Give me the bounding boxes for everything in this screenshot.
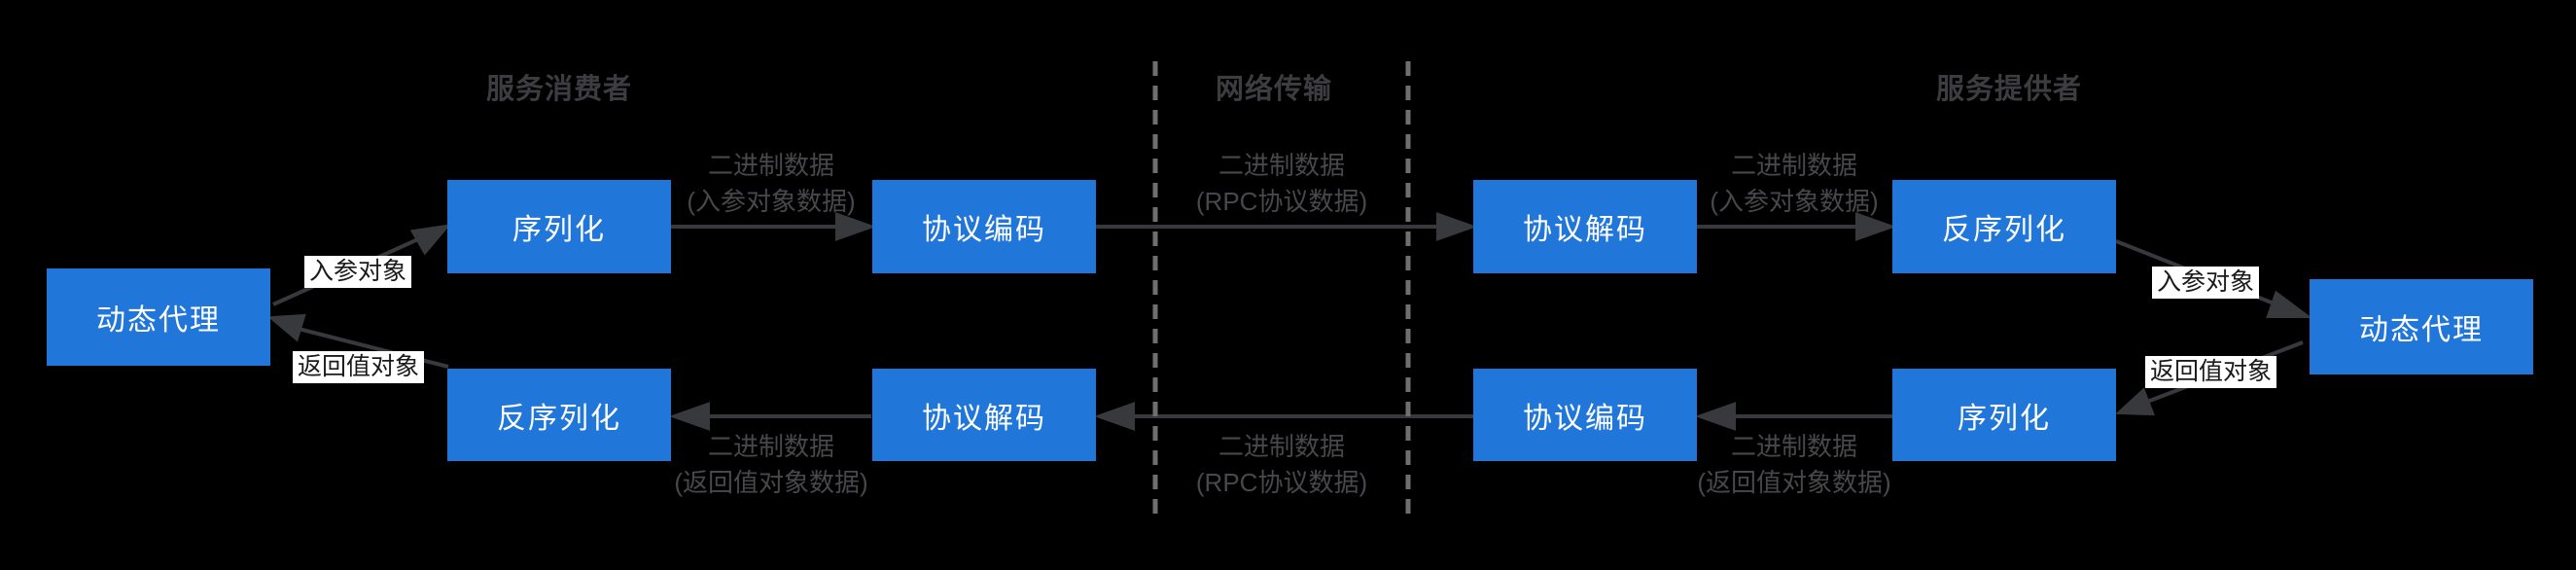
edge-label-line: 二进制数据 <box>1730 432 1857 461</box>
node-provider-serialize: 序列化 <box>1892 369 2116 461</box>
section-header-provider: 服务提供者 <box>1935 74 2082 105</box>
node-provider-deserialize: 反序列化 <box>1892 180 2116 273</box>
edge-label-line: 二进制数据 <box>1217 432 1345 461</box>
chip-consumer-input-object: 入参对象 <box>304 256 412 288</box>
edge-serialize-encode-return-head <box>1694 402 1736 431</box>
edge-decode-deserialize-return-head <box>668 402 710 431</box>
chip-consumer-return-object: 返回值对象 <box>293 351 425 383</box>
chip-provider-return-object: 返回值对象 <box>2145 356 2277 388</box>
edge-consumer-out-arrowhead <box>266 313 306 342</box>
edge-label-line: 二进制数据 <box>707 151 834 180</box>
node-consumer-protocol-encode: 协议编码 <box>872 180 1096 273</box>
edge-label-line: (RPC协议数据) <box>1195 468 1368 497</box>
node-consumer-deserialize: 反序列化 <box>447 369 671 461</box>
node-provider-protocol-decode: 协议解码 <box>1473 180 1697 273</box>
edge-label-line: (入参对象数据) <box>687 187 856 216</box>
edge-label-provider-top: 二进制数据 (入参对象数据) <box>1619 148 1969 220</box>
edge-label-line: 二进制数据 <box>1730 151 1857 180</box>
edge-label-line: (RPC协议数据) <box>1195 187 1368 216</box>
edge-network-request-head <box>1436 212 1478 241</box>
edge-serialize-encode-head <box>835 212 877 241</box>
edge-network-response-head <box>1093 402 1135 431</box>
edge-label-consumer-top: 二进制数据 (入参对象数据) <box>596 148 946 220</box>
edge-provider-in-head <box>2266 290 2313 318</box>
edge-label-line: (入参对象数据) <box>1710 187 1879 216</box>
chip-provider-input-object: 入参对象 <box>2152 267 2260 299</box>
edge-label-consumer-bottom: 二进制数据 (返回值对象数据) <box>596 429 946 501</box>
node-consumer-dynamic-proxy: 动态代理 <box>47 268 270 366</box>
node-consumer-protocol-decode: 协议解码 <box>872 369 1096 461</box>
edge-label-network-top: 二进制数据 (RPC协议数据) <box>1107 148 1457 220</box>
edge-label-line: (返回值对象数据) <box>1697 468 1891 497</box>
node-consumer-serialize: 序列化 <box>447 180 671 273</box>
edge-consumer-in-arrowhead <box>409 224 451 256</box>
edge-decode-deserialize-head <box>1855 212 1897 241</box>
edge-label-provider-bottom: 二进制数据 (返回值对象数据) <box>1619 429 1969 501</box>
edge-provider-out-head <box>2115 387 2155 416</box>
section-header-consumer: 服务消费者 <box>485 74 632 105</box>
section-header-network: 网络传输 <box>1215 74 1332 105</box>
edge-label-line: 二进制数据 <box>707 432 834 461</box>
node-provider-protocol-encode: 协议编码 <box>1473 369 1697 461</box>
node-provider-dynamic-proxy: 动态代理 <box>2310 279 2533 374</box>
edge-label-line: 二进制数据 <box>1217 151 1345 180</box>
edge-label-line: (返回值对象数据) <box>674 468 868 497</box>
edge-label-network-bottom: 二进制数据 (RPC协议数据) <box>1107 429 1457 501</box>
